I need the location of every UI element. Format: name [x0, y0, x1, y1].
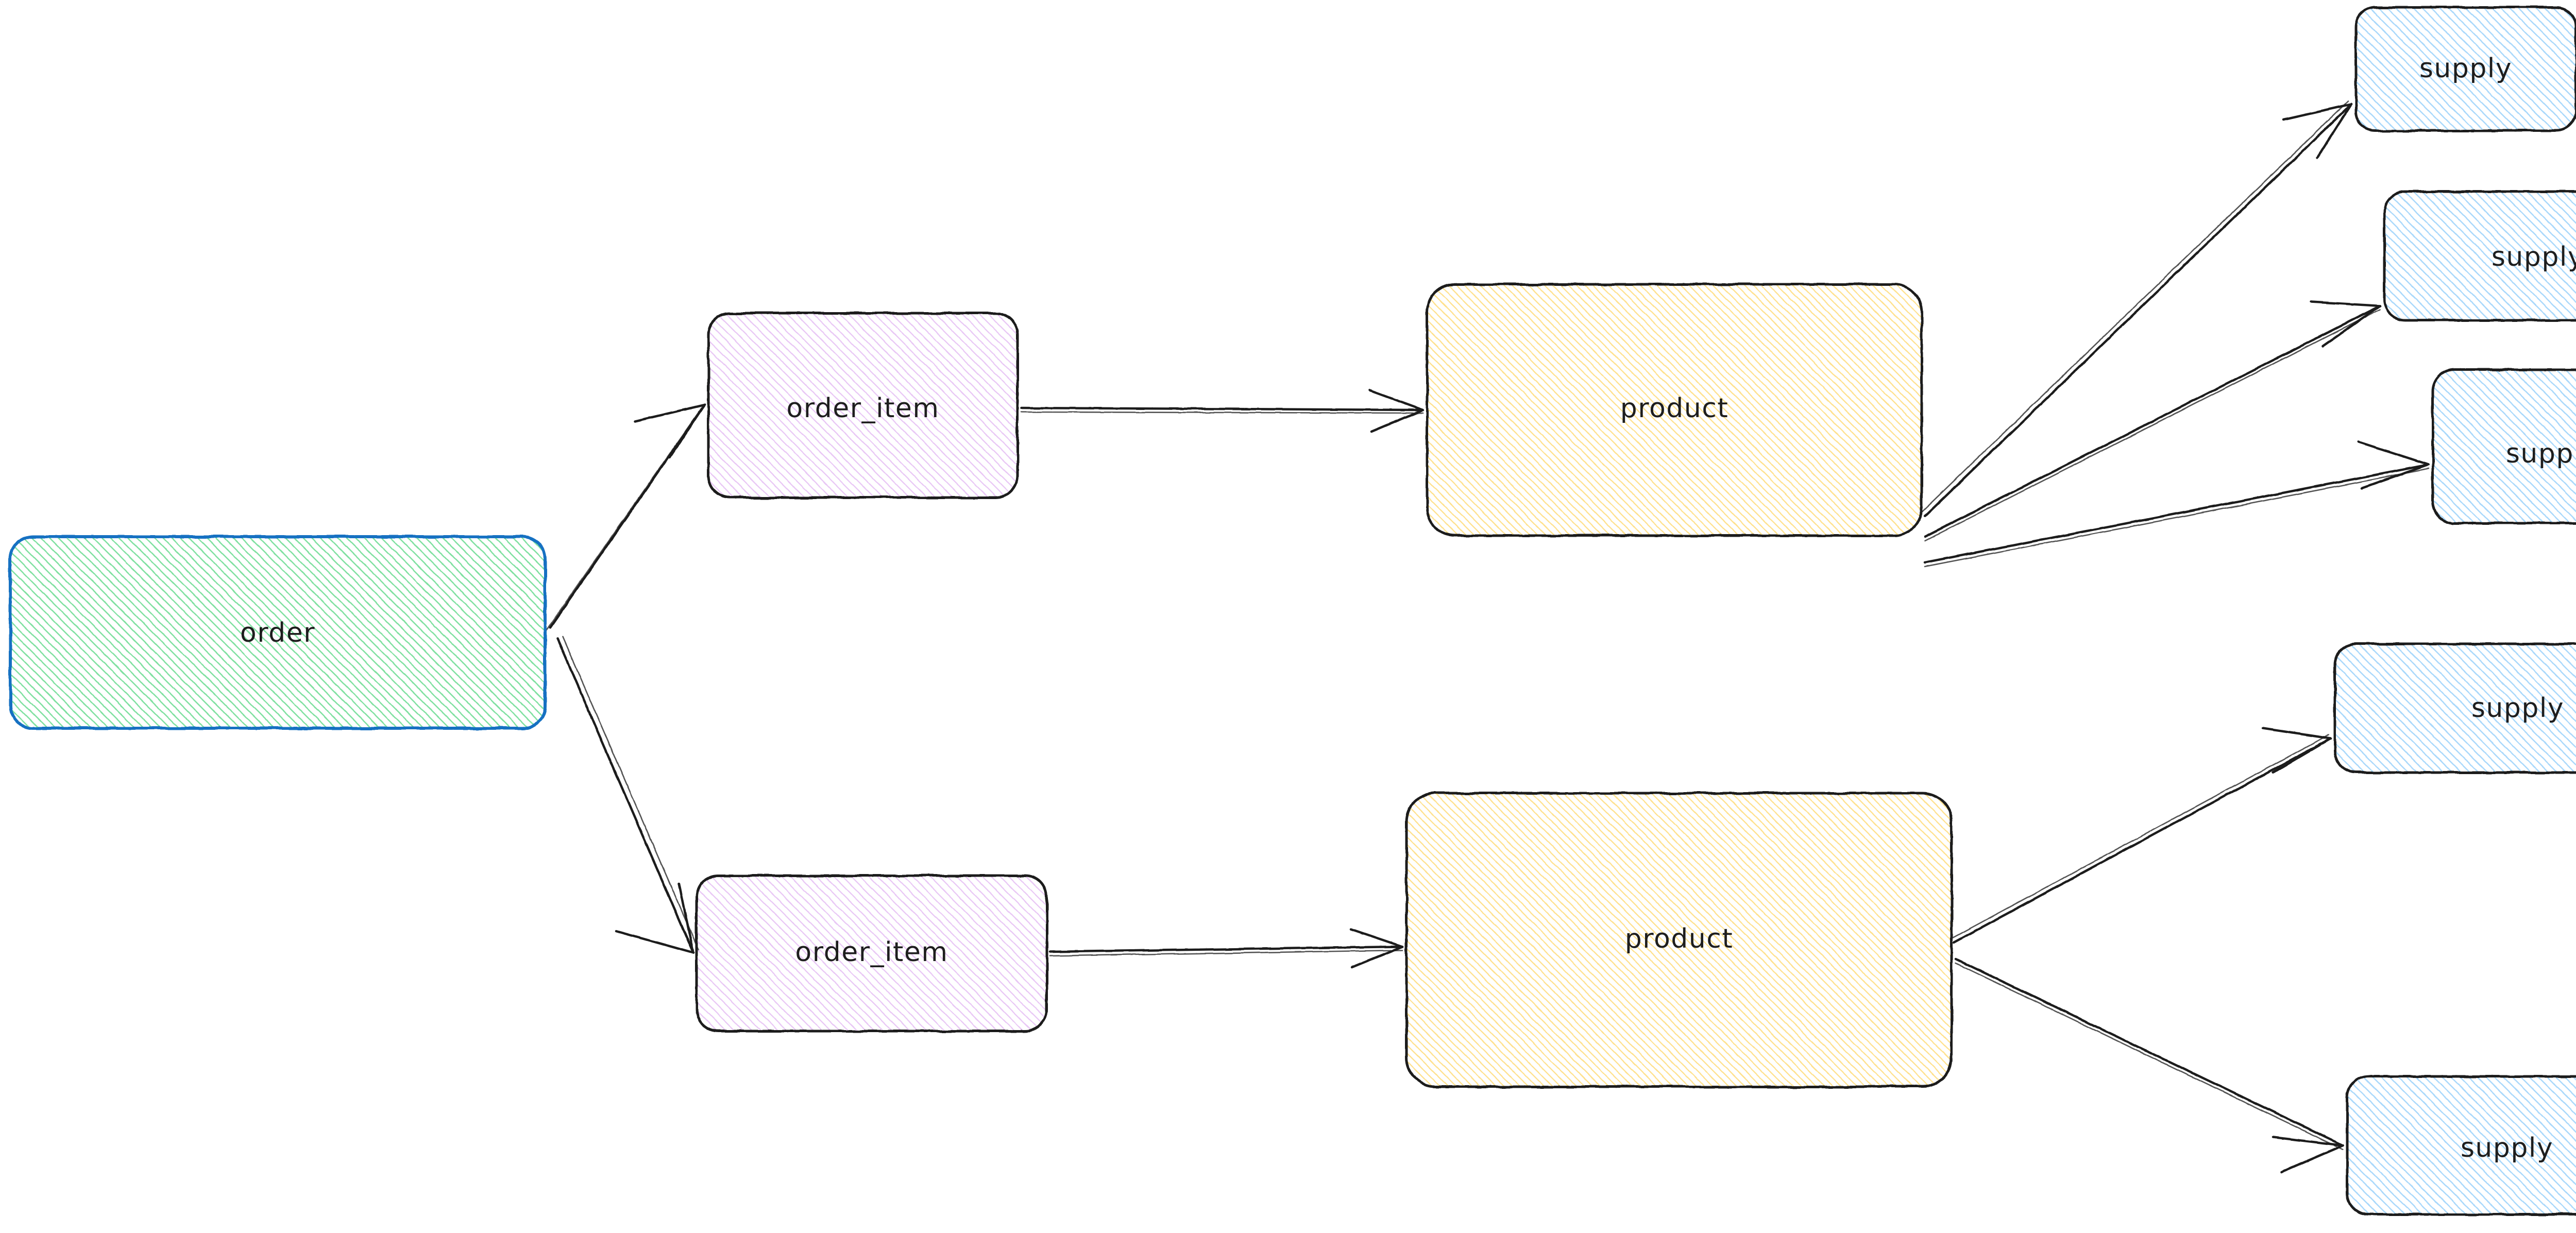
edge-order-item-top-to-product-top[interactable]	[1020, 389, 1425, 433]
edge-product-bottom-to-supply-4[interactable]	[1951, 727, 2332, 944]
edge-order-item-bottom-to-product-bottom[interactable]	[1048, 928, 1404, 969]
node-supply-1[interactable]: supply	[2354, 6, 2576, 132]
edges-layer	[545, 100, 2430, 1174]
node-product-top-border	[1426, 283, 1923, 537]
node-product-top-label: product	[1620, 393, 1729, 424]
edge-order-to-order-item-top[interactable]	[545, 403, 706, 631]
node-product-top[interactable]: product	[1426, 283, 1923, 537]
node-order-item-bottom-shape	[697, 876, 1047, 1031]
node-supply-5-shape	[2347, 1076, 2576, 1214]
edge-product-top-to-supply-3[interactable]	[1923, 440, 2430, 568]
node-order-shape	[10, 537, 545, 728]
node-supply-1-shape	[2355, 7, 2576, 131]
node-supply-2-label: supply	[2492, 242, 2576, 272]
node-order-item-top[interactable]: order_item	[707, 312, 1019, 499]
node-supply-2[interactable]: supply	[2383, 190, 2576, 322]
node-supply-3-label: supply	[2506, 438, 2576, 469]
node-order-item-bottom[interactable]: order_item	[695, 874, 1048, 1033]
node-supply-4-shape	[2335, 644, 2576, 773]
edge-product-top-to-supply-2[interactable]	[1923, 300, 2382, 542]
node-order-item-top-border	[707, 312, 1019, 499]
edge-product-bottom-to-supply-5[interactable]	[1954, 957, 2345, 1174]
edge-order-to-order-item-bottom[interactable]	[556, 636, 700, 954]
node-product-bottom-shape	[1406, 793, 1952, 1087]
node-supply-3-shape	[2433, 370, 2576, 523]
node-order-item-top-label: order_item	[786, 393, 939, 424]
node-order[interactable]: order	[9, 535, 547, 730]
node-product-bottom[interactable]: product	[1405, 792, 1953, 1088]
node-supply-4-border	[2333, 642, 2576, 774]
node-supply-4[interactable]: supply	[2333, 642, 2576, 774]
node-order-item-bottom-border	[695, 874, 1048, 1033]
node-product-bottom-label: product	[1625, 923, 1734, 954]
node-product-bottom-border	[1405, 792, 1953, 1088]
node-order-label: order	[240, 618, 315, 648]
node-supply-2-border	[2383, 190, 2576, 322]
node-order-item-bottom-label: order_item	[795, 937, 948, 968]
node-supply-5[interactable]: supply	[2346, 1075, 2576, 1216]
node-order-item-top-shape	[708, 313, 1018, 498]
edge-product-top-to-supply-1[interactable]	[1921, 100, 2353, 518]
node-supply-3-border	[2431, 368, 2576, 525]
node-supply-1-border	[2354, 6, 2576, 132]
node-supply-4-label: supply	[2471, 693, 2564, 724]
node-order-border	[9, 535, 547, 730]
node-supply-5-border	[2346, 1075, 2576, 1216]
node-supply-2-shape	[2384, 192, 2576, 320]
node-supply-5-label: supply	[2461, 1133, 2553, 1163]
node-supply-1-label: supply	[2419, 53, 2512, 84]
node-product-top-shape	[1427, 284, 1922, 536]
node-supply-3[interactable]: supply	[2431, 368, 2576, 525]
